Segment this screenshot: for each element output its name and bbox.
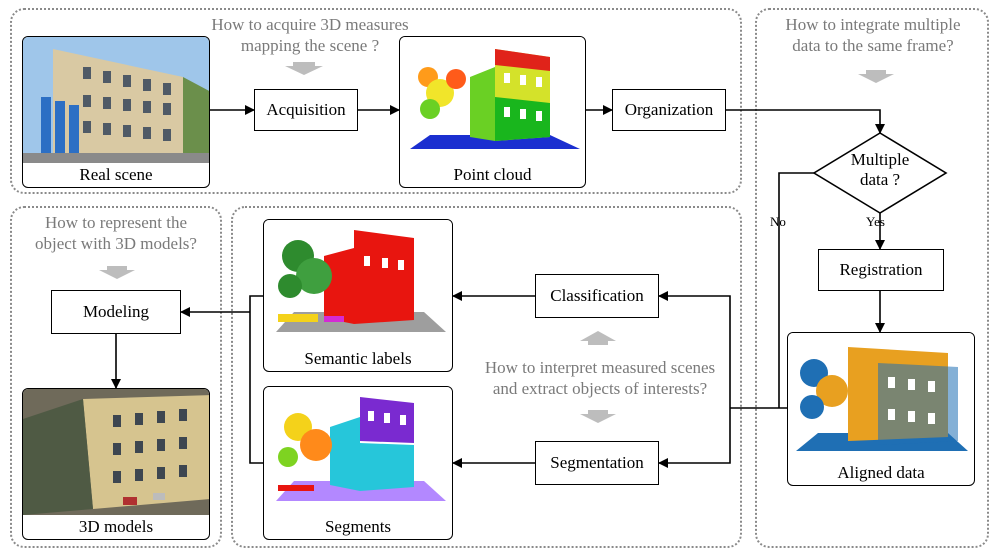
arrow-junction-to-segmentation: [658, 408, 731, 468]
integrate-question: How to integrate multiple data to the sa…: [785, 15, 961, 55]
modeling-region: [10, 206, 222, 548]
real-scene-image: Real scene: [22, 36, 210, 188]
acquire-question: How to acquire 3D measures mapping the s…: [211, 15, 409, 55]
registration-region: [755, 8, 989, 548]
acquisition-box: Acquisition: [254, 89, 358, 131]
real-scene-caption: Real scene: [79, 165, 153, 184]
models-3d-caption: 3D models: [78, 517, 154, 536]
real-scene-photo: [23, 37, 209, 163]
modeling-box: Modeling: [51, 290, 181, 334]
interpretation-region: [231, 206, 742, 548]
arrow-junction-to-classification: [658, 291, 731, 408]
segments-caption: Segments: [324, 517, 392, 536]
aligned-data-image: Aligned data: [787, 332, 975, 486]
gray-arrow-acquire: [285, 62, 323, 75]
segmentation-box: Segmentation: [535, 441, 659, 485]
gray-arrow-represent: [99, 266, 135, 279]
acquisition-region: [10, 8, 742, 194]
aligned-data-caption: Aligned data: [837, 463, 925, 482]
gray-arrow-integrate: [858, 70, 894, 83]
point-cloud-image: Point cloud: [399, 36, 586, 188]
point-cloud-caption: Point cloud: [453, 165, 532, 184]
models-3d-image: 3D models: [22, 388, 210, 540]
semantic-labels-render: [264, 220, 452, 347]
bracket-images-to-modeling: [249, 295, 263, 464]
models-3d-render: [23, 389, 209, 515]
segments-render: [264, 387, 452, 515]
decision-no-label: No: [770, 214, 786, 229]
decision-label: Multiple data ?: [850, 150, 910, 189]
classification-box: Classification: [535, 274, 659, 318]
arrow-decision-no-branch: [778, 172, 814, 408]
arrow-organization-to-decision: [726, 109, 885, 134]
point-cloud-render: [400, 37, 585, 163]
aligned-data-render: [788, 333, 974, 461]
represent-question: How to represent the object with 3D mode…: [35, 213, 197, 253]
interpret-question: How to interpret measured scenes and ext…: [484, 358, 716, 398]
semantic-labels-caption: Semantic labels: [304, 349, 412, 368]
registration-box: Registration: [818, 249, 944, 291]
organization-box: Organization: [612, 89, 726, 131]
gray-arrow-interpret-up: [580, 331, 616, 345]
gray-arrow-interpret-down: [580, 410, 616, 423]
segments-image: Segments: [263, 386, 453, 540]
